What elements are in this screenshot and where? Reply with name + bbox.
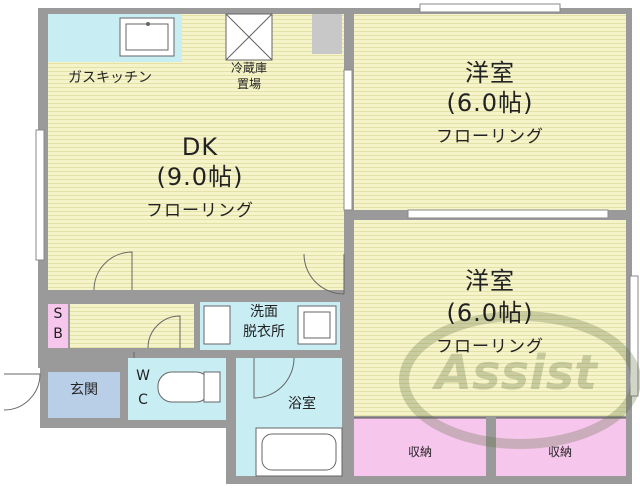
- washbasin-icon: [203, 305, 231, 345]
- sb-label-2: B: [53, 326, 63, 342]
- closet-2-label: 収納: [547, 445, 572, 459]
- closet-2: [496, 418, 626, 476]
- sb-label-1: S: [53, 306, 63, 322]
- western-room-2-name: 洋室: [465, 267, 515, 295]
- wc-label-1: W: [136, 368, 150, 384]
- washroom-label-2: 脱衣所: [243, 324, 285, 340]
- closet-1: [354, 418, 486, 476]
- western-room-1-floor: [354, 14, 626, 210]
- entrance-label: 玄関: [70, 382, 98, 398]
- dk-floor: フローリング: [146, 201, 254, 221]
- dk-size: (9.0帖): [156, 163, 244, 191]
- closet-1-label: 収納: [407, 445, 432, 459]
- bathroom-label: 浴室: [288, 396, 316, 412]
- hallway-floor: [70, 304, 194, 348]
- washroom-label-1: 洗面: [250, 304, 278, 320]
- western-room-1-size: (6.0帖): [446, 89, 534, 117]
- fridge-label-1: 冷蔵庫: [230, 61, 267, 75]
- western-room-2-floor: [354, 220, 626, 416]
- western-room-2-size: (6.0帖): [446, 299, 534, 327]
- western-room-1-name: 洋室: [465, 59, 515, 87]
- wc-label-2: C: [138, 392, 148, 408]
- fridge-label-2: 置場: [236, 77, 261, 91]
- doors: [3, 251, 345, 411]
- windows: [35, 3, 639, 397]
- toilet-icon: [157, 371, 211, 403]
- storage-sb: [48, 304, 68, 348]
- watermark-text: Assist: [434, 345, 598, 401]
- western-room-2-floor: フローリング: [436, 337, 544, 357]
- entrance-floor: [48, 372, 120, 418]
- western-room-1-floor: フローリング: [436, 127, 544, 147]
- dk-name: DK: [181, 133, 219, 161]
- watermark-logo: [399, 311, 640, 449]
- kitchen-label: ガスキッチン: [68, 70, 152, 86]
